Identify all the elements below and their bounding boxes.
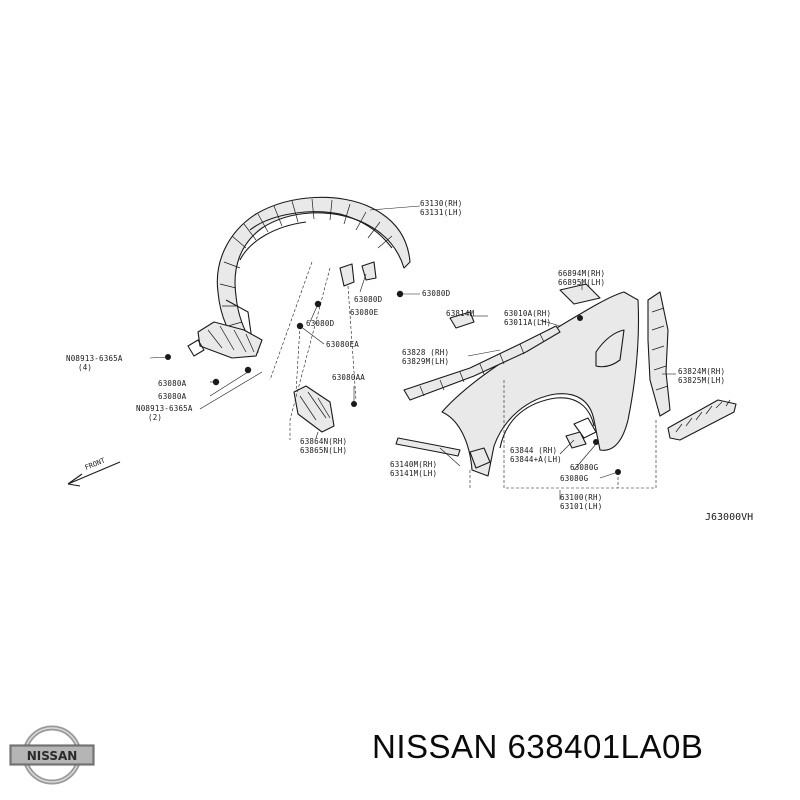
- part-number-title: NISSAN 638401LA0B: [372, 728, 704, 765]
- callout-63824m: 63824M(RH) 63825M(LH): [678, 367, 730, 385]
- callout-63080g-b: 63080G: [560, 474, 589, 483]
- callout-63080g-a: 63080G: [570, 463, 599, 472]
- callout-63814m: 63814M: [446, 309, 475, 318]
- brand-bar: NISSAN NISSAN 638401LA0B: [0, 710, 800, 800]
- reference-lines: [269, 261, 657, 489]
- callout-63080d-b: 63080D: [422, 289, 451, 298]
- callout-63140m: 63140M(RH) 63141M(LH): [390, 460, 442, 478]
- callout-63080aa: 63080AA: [332, 373, 365, 382]
- callout-63130: 63130(RH) 63131(LH): [420, 199, 467, 217]
- callout-63080d-c: 63080D: [306, 319, 335, 328]
- fender-liner-part: [187, 196, 411, 359]
- logo-text: NISSAN: [27, 749, 78, 763]
- nissan-logo-icon: NISSAN: [9, 725, 95, 785]
- callout-63080e: 63080E: [350, 308, 379, 317]
- callout-63080ea: 63080EA: [326, 340, 359, 349]
- callout-63010a: 63010A(RH) 63011A(LH): [504, 309, 556, 327]
- callout-63080a-b: 63080A: [158, 392, 187, 401]
- callout-63080a-a: 63080A: [158, 379, 187, 388]
- leader-lines: [149, 205, 676, 500]
- fender-seal-part: [647, 291, 737, 441]
- callout-63844: 63844 (RH) 63844+A(LH): [510, 446, 562, 464]
- deflector-part: [293, 385, 335, 433]
- figure-code: J63000VH: [705, 512, 753, 523]
- callout-labels: 63130(RH) 63131(LH) 63080D 63080D 63080D…: [66, 199, 730, 511]
- fender-stay-part: [403, 311, 561, 401]
- callout-08913-b: N08913-6365A (2): [136, 404, 197, 422]
- callout-63100: 63100(RH) 63101(LH): [560, 493, 607, 511]
- front-direction-arrow: FRONT: [67, 456, 121, 487]
- callout-63828: 63828 (RH) 63829M(LH): [402, 348, 454, 366]
- callout-63080d-a: 63080D: [354, 295, 383, 304]
- callout-66894m: 66894M(RH) 66895M(LH): [558, 269, 610, 287]
- callout-08913-a: N08913-6365A (4): [66, 354, 127, 372]
- exploded-parts-diagram: FRONT 63130(RH) 63131(LH) 63080D 63080D …: [66, 196, 753, 523]
- callout-63864n: 63864N(RH) 63865N(LH): [300, 437, 352, 455]
